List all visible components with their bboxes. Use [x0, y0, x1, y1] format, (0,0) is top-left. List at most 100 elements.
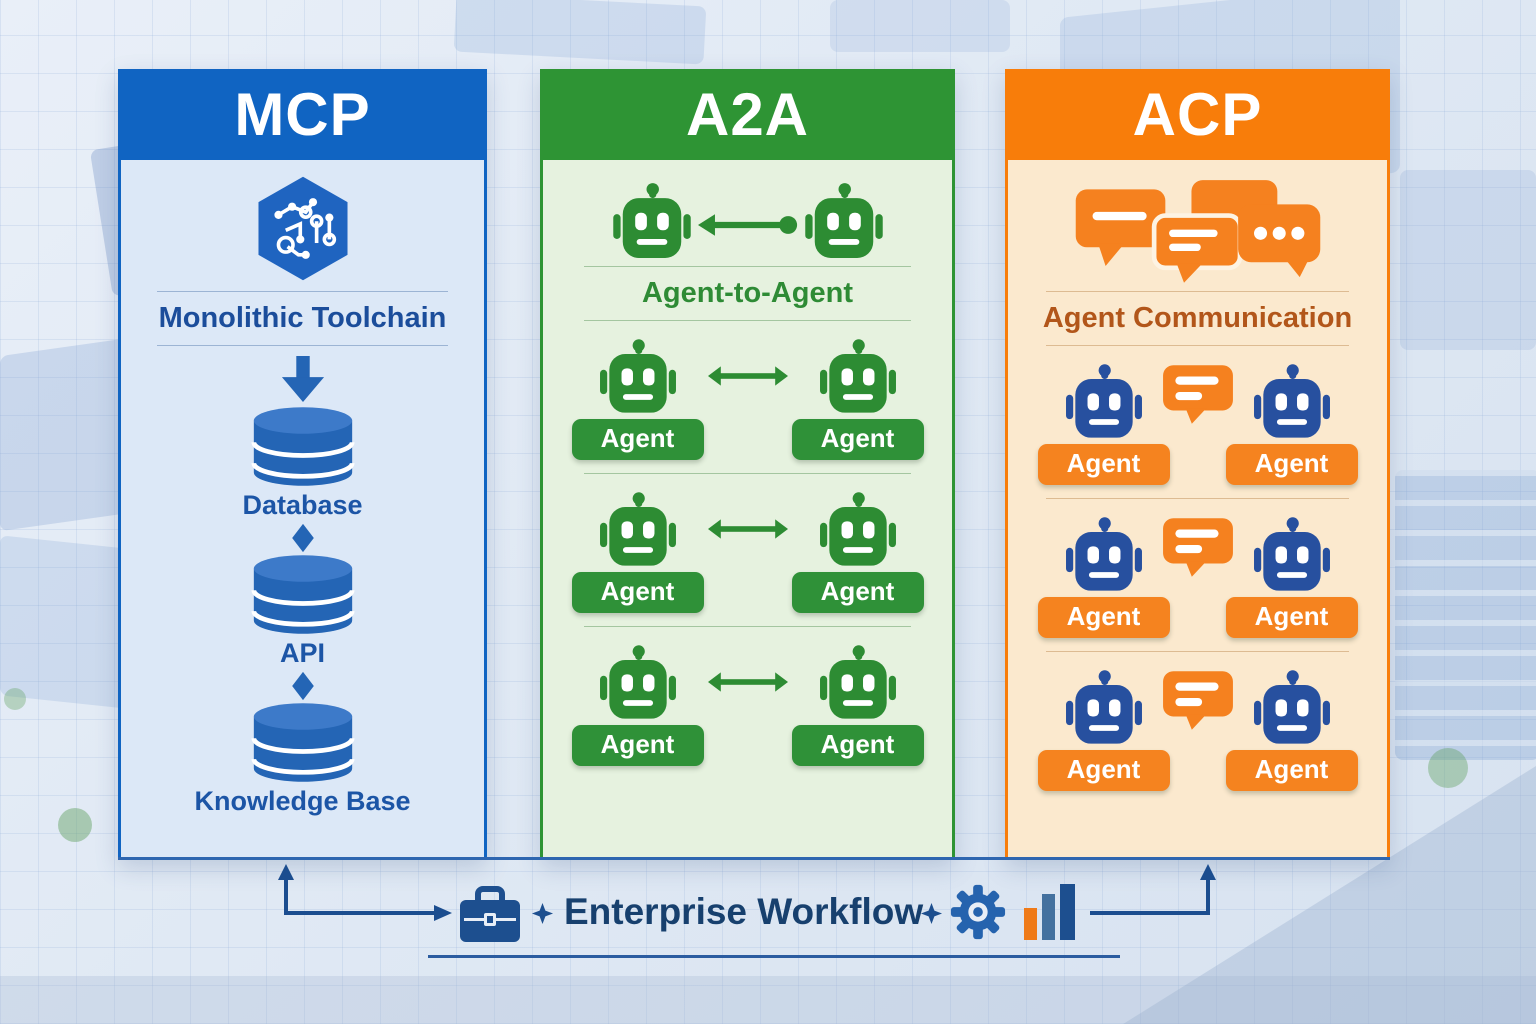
- workflow-arrow-from-mcp: [278, 864, 452, 921]
- acp-body: Agent Communication Agent Agent Agent: [1005, 160, 1390, 860]
- divider: [583, 626, 912, 627]
- double-arrow-icon: [708, 671, 788, 693]
- bg-tower-shape: [1395, 470, 1536, 760]
- agent-cell: Agent: [1225, 363, 1358, 485]
- agent-badge: Agent: [1037, 597, 1170, 638]
- acp-title: ACP: [1132, 81, 1263, 148]
- acp-agent-pair-row: Agent Agent: [1037, 363, 1358, 485]
- robot-icon: [595, 338, 681, 413]
- agent-cell: Agent: [571, 338, 704, 460]
- mcp-header: MCP: [118, 69, 487, 160]
- agent-cell: Agent: [1225, 669, 1358, 791]
- robot-icon: [1249, 516, 1335, 591]
- a2a-title: A2A: [685, 81, 810, 148]
- robot-to-robot-arrow-icon: [608, 182, 888, 258]
- diamond-star-icon: [531, 902, 554, 925]
- agent-cell: Agent: [1037, 516, 1170, 638]
- acp-header: ACP: [1005, 69, 1390, 160]
- agent-badge: Agent: [1037, 750, 1170, 791]
- robot-icon: [815, 644, 901, 719]
- agent-cell: Agent: [1037, 669, 1170, 791]
- agent-badge: Agent: [791, 725, 924, 766]
- agent-badge: Agent: [1037, 444, 1170, 485]
- column-a2a: A2A Agent-to-Agent Agent Agent: [540, 69, 955, 860]
- divider: [1045, 345, 1350, 346]
- agent-badge: Agent: [571, 725, 704, 766]
- bg-tree-left: [58, 808, 92, 842]
- agent-cell: Agent: [1225, 516, 1358, 638]
- robot-icon: [1061, 669, 1147, 744]
- api-cylinder-icon: [251, 554, 355, 636]
- bar-chart-icon: [1024, 884, 1075, 940]
- acp-agent-pair-row: Agent Agent: [1037, 669, 1358, 791]
- briefcase-icon: [460, 886, 520, 942]
- divider: [583, 320, 912, 321]
- double-arrow-icon: [708, 365, 788, 387]
- robot-icon: [595, 491, 681, 566]
- robot-icon: [1061, 516, 1147, 591]
- a2a-subtitle: Agent-to-Agent: [641, 277, 853, 309]
- diamond-star-icon: [920, 902, 943, 925]
- bg-tree-small: [4, 688, 26, 710]
- agent-cell: Agent: [571, 644, 704, 766]
- a2a-agent-pair-row: Agent Agent: [571, 491, 924, 613]
- agent-cell: Agent: [571, 491, 704, 613]
- robot-icon: [1061, 363, 1147, 438]
- agent-cell: Agent: [791, 644, 924, 766]
- database-label: Database: [242, 490, 363, 520]
- robot-icon: [1249, 669, 1335, 744]
- acp-subtitle: Agent Communication: [1042, 302, 1353, 334]
- mcp-subtitle: Monolithic Toolchain: [158, 302, 447, 334]
- agent-cell: Agent: [791, 491, 924, 613]
- diamond-connector-icon: [288, 523, 318, 553]
- bg-shelf-shape: [830, 0, 1010, 52]
- divider: [583, 473, 912, 474]
- database-cylinder-icon: [251, 406, 355, 488]
- agent-badge: Agent: [1225, 750, 1358, 791]
- a2a-agent-pair-row: Agent Agent: [571, 644, 924, 766]
- chat-bubble-icon: [1161, 516, 1235, 578]
- column-acp: ACP Agent C: [1005, 69, 1390, 860]
- chat-bubble-icon: [1161, 669, 1235, 731]
- double-arrow-icon: [708, 518, 788, 540]
- a2a-header: A2A: [540, 69, 955, 160]
- divider: [1045, 651, 1350, 652]
- a2a-agent-pair-row: Agent Agent: [571, 338, 924, 460]
- column-mcp: MCP: [118, 69, 487, 860]
- agent-badge: Agent: [1225, 444, 1358, 485]
- robot-icon: [815, 338, 901, 413]
- chat-bubble-icon: [1161, 363, 1235, 425]
- bg-street-band: [0, 976, 1536, 1024]
- columns-baseline: [118, 857, 1390, 860]
- circuit-hexagon-icon: [257, 176, 348, 281]
- workflow-underline: [428, 955, 1120, 958]
- divider: [157, 345, 448, 346]
- divider: [1045, 291, 1350, 292]
- robot-icon: [595, 644, 681, 719]
- agent-badge: Agent: [571, 419, 704, 460]
- enterprise-workflow-label: Enterprise Workflow: [564, 891, 924, 932]
- bg-tree-right: [1428, 748, 1468, 788]
- divider: [583, 266, 912, 267]
- agent-cell: Agent: [1037, 363, 1170, 485]
- agent-cell: Agent: [791, 338, 924, 460]
- workflow-arrow-to-acp: [1090, 864, 1216, 915]
- acp-agent-pair-row: Agent Agent: [1037, 516, 1358, 638]
- agent-badge: Agent: [791, 572, 924, 613]
- robot-icon: [800, 182, 888, 258]
- robot-icon: [608, 182, 696, 258]
- bg-building-right: [1400, 170, 1536, 350]
- mcp-body: Monolithic Toolchain Database API Knowle…: [118, 160, 487, 860]
- knowledge-base-cylinder-icon: [251, 702, 355, 784]
- chat-bubbles-icon: [1075, 180, 1320, 283]
- knowledge-base-label: Knowledge Base: [194, 786, 411, 816]
- diamond-connector-icon: [288, 671, 318, 701]
- agent-badge: Agent: [571, 572, 704, 613]
- api-label: API: [279, 638, 325, 668]
- left-arrow-ball-icon: [698, 213, 798, 237]
- divider: [157, 291, 448, 292]
- bg-desk-shape: [453, 0, 707, 65]
- robot-icon: [1249, 363, 1335, 438]
- a2a-body: Agent-to-Agent Agent Agent Agent: [540, 160, 955, 860]
